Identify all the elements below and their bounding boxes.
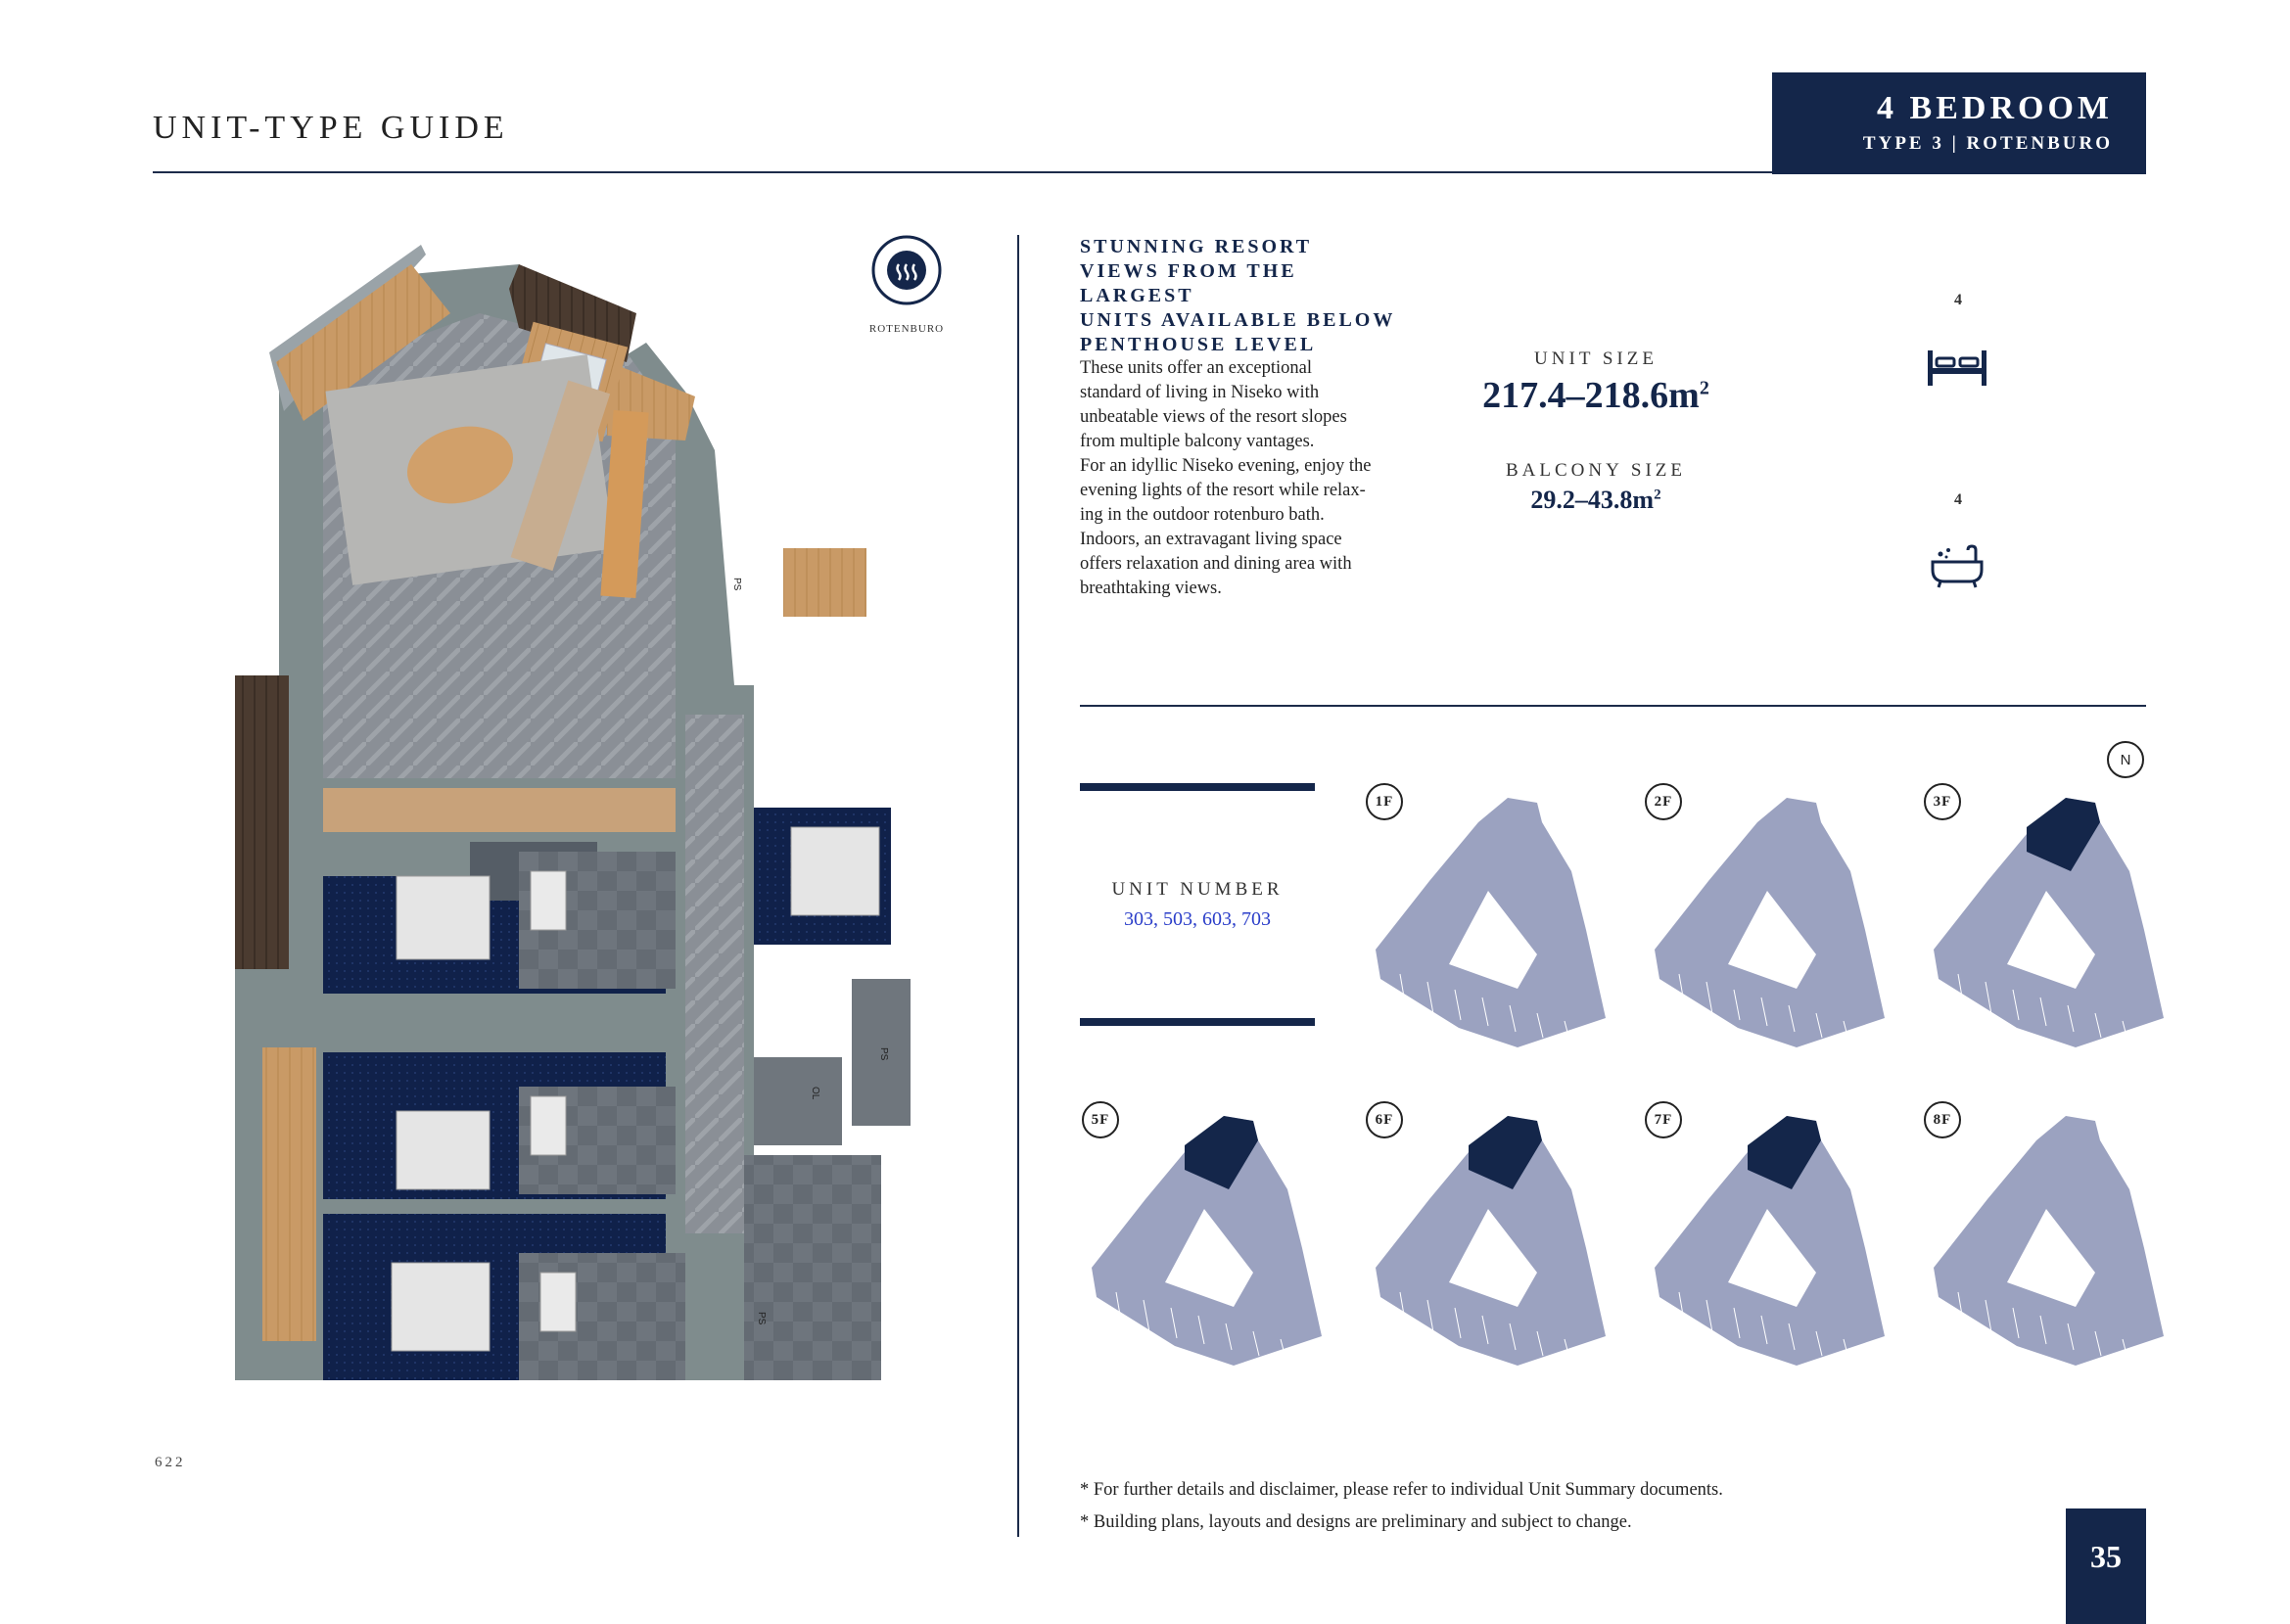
headline-line: UNITS AVAILABLE BELOW bbox=[1080, 309, 1396, 331]
north-arrow-icon: N bbox=[2107, 741, 2144, 778]
rotenburo-label: ROTENBURO bbox=[868, 323, 945, 335]
description-line: For an idyllic Niseko evening, enjoy the bbox=[1080, 456, 1372, 476]
balcony-size-label: BALCONY SIZE bbox=[1506, 460, 1686, 481]
bathtub-icon bbox=[1931, 544, 1984, 588]
decor-bar bbox=[1080, 1018, 1315, 1026]
description-line: standard of living in Niseko with bbox=[1080, 383, 1320, 402]
unit-numbers: 303, 503, 603, 703 bbox=[1124, 908, 1271, 930]
bedroom-count: 4 bbox=[1954, 292, 1962, 308]
description-line: These units offer an exceptional bbox=[1080, 358, 1312, 378]
unit-type-title: 4 BEDROOM bbox=[1877, 90, 2113, 126]
page-number: 35 bbox=[2066, 1508, 2146, 1624]
floor-label-1f: 1F bbox=[1366, 783, 1403, 820]
highlighted-unit bbox=[1748, 1116, 1821, 1189]
headline-line: STUNNING RESORT bbox=[1080, 236, 1313, 257]
unit-size-value: 217.4–218.6m2 bbox=[1482, 375, 1709, 416]
floor-plan: PS PS OL PS bbox=[235, 245, 911, 1380]
disclaimer-note: * Building plans, layouts and designs ar… bbox=[1080, 1512, 1632, 1532]
floor-key-plan-3f bbox=[1934, 798, 2164, 1047]
header-divider bbox=[153, 171, 2146, 173]
description-line: offers relaxation and dining area with bbox=[1080, 554, 1352, 574]
bathroom-count: 4 bbox=[1954, 491, 1962, 508]
floor-key-plan-5f bbox=[1092, 1116, 1322, 1366]
highlighted-unit bbox=[2027, 798, 2100, 871]
floor-key-plan-6f bbox=[1376, 1116, 1606, 1366]
description-line: from multiple balcony vantages. bbox=[1080, 432, 1315, 451]
ps-label: PS bbox=[878, 1047, 889, 1061]
unit-size-label: UNIT SIZE bbox=[1534, 348, 1658, 369]
headline-line: VIEWS FROM THE LARGEST bbox=[1080, 260, 1297, 306]
rotenburo-icon bbox=[871, 235, 942, 305]
floor-key-plan-8f bbox=[1934, 1116, 2164, 1366]
description-line: Indoors, an extravagant living space bbox=[1080, 530, 1342, 549]
page-title: UNIT-TYPE GUIDE bbox=[153, 110, 509, 146]
highlighted-unit bbox=[1469, 1116, 1542, 1189]
headline: STUNNING RESORT VIEWS FROM THE LARGEST U… bbox=[1080, 235, 1413, 357]
floor-label-3f: 3F bbox=[1924, 783, 1961, 820]
description-line: evening lights of the resort while relax… bbox=[1080, 481, 1366, 500]
floor-label-7f: 7F bbox=[1645, 1101, 1682, 1138]
description-line: ing in the outdoor rotenburo bath. bbox=[1080, 505, 1325, 525]
headline-line: PENTHOUSE LEVEL bbox=[1080, 334, 1317, 355]
plan-code: 622 bbox=[155, 1455, 186, 1470]
unit-number-label: UNIT NUMBER bbox=[1111, 879, 1284, 900]
description-line: unbeatable views of the resort slopes bbox=[1080, 407, 1347, 427]
floor-label-6f: 6F bbox=[1366, 1101, 1403, 1138]
description-line: breathtaking views. bbox=[1080, 579, 1222, 598]
floor-key-plan-7f bbox=[1655, 1116, 1885, 1366]
ps-label: PS bbox=[756, 1312, 767, 1325]
floor-key-plan-2f bbox=[1655, 798, 1885, 1047]
unit-type-subtitle: TYPE 3 | ROTENBURO bbox=[1862, 133, 2113, 154]
ol-label: OL bbox=[810, 1087, 820, 1100]
unit-type-box: 4 BEDROOM TYPE 3 | ROTENBURO bbox=[1772, 72, 2146, 174]
description: These units offer an exceptional standar… bbox=[1080, 356, 1403, 601]
balcony-size-value: 29.2–43.8m2 bbox=[1530, 486, 1661, 514]
section-divider bbox=[1080, 705, 2146, 707]
floor-label-5f: 5F bbox=[1082, 1101, 1119, 1138]
floor-key-plan-1f bbox=[1376, 798, 1606, 1047]
bed-icon bbox=[1928, 350, 1986, 386]
floor-label-8f: 8F bbox=[1924, 1101, 1961, 1138]
decor-bar bbox=[1080, 783, 1315, 791]
disclaimer-note: * For further details and disclaimer, pl… bbox=[1080, 1480, 1723, 1500]
highlighted-unit bbox=[1185, 1116, 1258, 1189]
floor-label-2f: 2F bbox=[1645, 783, 1682, 820]
ps-label: PS bbox=[731, 578, 742, 591]
vertical-divider bbox=[1017, 235, 1019, 1537]
